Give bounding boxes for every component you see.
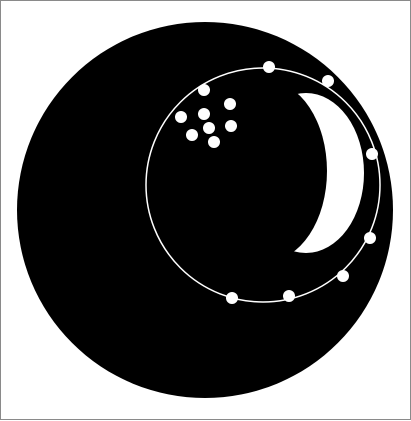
cluster-dot: [203, 122, 215, 134]
cluster-dot: [198, 108, 210, 120]
orbit-dot: [366, 148, 378, 160]
cluster-dot: [208, 136, 220, 148]
cluster-dot: [224, 98, 236, 110]
orbit-dot: [322, 75, 334, 87]
orbit-dot: [337, 270, 349, 282]
orbit-dot: [198, 84, 210, 96]
orbit-dot: [263, 61, 275, 73]
cluster-dot: [186, 129, 198, 141]
orbit-dot: [364, 232, 376, 244]
orbit-dot: [283, 290, 295, 302]
cluster-dot: [175, 111, 187, 123]
orbit-dot: [226, 292, 238, 304]
cluster-dot: [225, 120, 237, 132]
